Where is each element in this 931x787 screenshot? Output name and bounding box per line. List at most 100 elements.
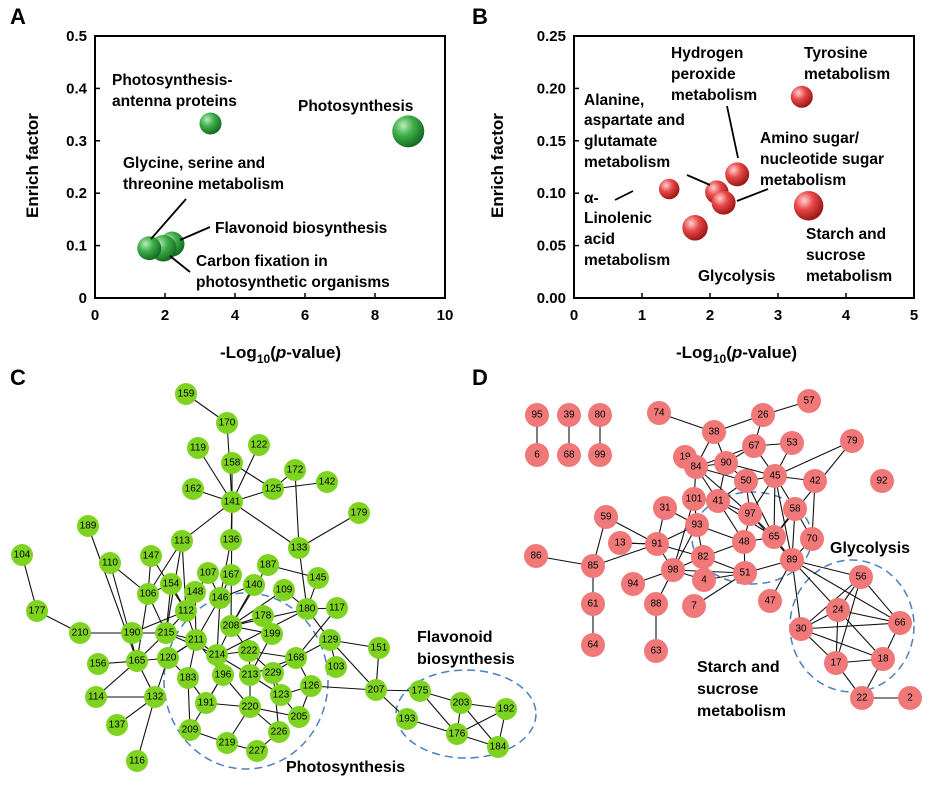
- network-c-node-label: 170: [219, 418, 236, 429]
- network-d-node-label: 98: [667, 565, 679, 576]
- network-c-node-label: 114: [88, 692, 104, 703]
- network-d-node-label: 68: [563, 450, 575, 461]
- network-d-node: [898, 686, 922, 710]
- network-c-node: [319, 629, 341, 651]
- network-d-node: [803, 469, 827, 493]
- network-c-node-label: 214: [209, 650, 226, 661]
- network-d-node-label: 90: [720, 458, 732, 469]
- network-d-node-label: 93: [691, 520, 703, 531]
- network-c-node-label: 116: [129, 756, 145, 767]
- network-d-node-label: 50: [740, 476, 752, 487]
- network-d-node-label: 57: [803, 396, 815, 407]
- network-c-node: [155, 622, 177, 644]
- network-d-node-label: 2: [907, 693, 913, 704]
- network-c-node-label: 199: [264, 629, 281, 640]
- network-c-node-label: 117: [329, 603, 345, 614]
- network-c-node: [288, 537, 310, 559]
- network-c-node: [248, 434, 270, 456]
- chart-b-label-amino-2: nucleotide sugar: [760, 151, 884, 168]
- network-d-node: [682, 594, 706, 618]
- network-c-node: [262, 662, 284, 684]
- network-c-node: [252, 605, 274, 627]
- network-c-node-label: 207: [368, 685, 385, 696]
- network-c-node-label: 177: [29, 606, 46, 617]
- chart-a-xtick-label: 4: [231, 307, 240, 324]
- chart-b-label-alanine-2: aspartate and: [584, 112, 685, 129]
- network-d-node: [684, 455, 708, 479]
- network-d-node-label: 86: [530, 551, 542, 562]
- network-c-node-label: 215: [158, 628, 175, 639]
- chart-a-ytick-label: 0.5: [66, 28, 87, 45]
- chart-a-point: [199, 112, 222, 135]
- network-d-node: [594, 505, 618, 529]
- network-c-node-label: 123: [273, 690, 290, 701]
- network-c-node: [144, 686, 166, 708]
- chart-b-label-alanine-3: glutamate: [584, 133, 658, 150]
- chart-b-plot-frame: [573, 35, 915, 299]
- network-c-node: [126, 650, 148, 672]
- chart-b-label-starch-2: sucrose: [806, 247, 866, 264]
- network-d-node-label: 19: [679, 452, 691, 463]
- chart-a-label-flavonoid: Flavonoid biosynthesis: [215, 220, 387, 237]
- network-d-node: [691, 545, 715, 569]
- network-d-node: [826, 598, 850, 622]
- network-c-label-photosynthesis: Photosynthesis: [286, 759, 405, 776]
- network-c-node-label: 172: [287, 465, 304, 476]
- network-c-node-label: 193: [399, 714, 416, 725]
- network-c-node: [195, 692, 217, 714]
- network-c-node: [179, 719, 201, 741]
- network-c-node-label: 213: [242, 670, 259, 681]
- network-c-node: [409, 680, 431, 702]
- network-d-node-label: 58: [789, 504, 801, 515]
- network-d-node-label: 7: [691, 601, 697, 612]
- network-c-node-label: 125: [265, 484, 282, 495]
- network-d-node: [871, 647, 895, 671]
- network-d-node: [714, 451, 738, 475]
- network-c-node: [11, 544, 33, 566]
- network-d-node-label: 59: [600, 512, 612, 523]
- chart-a-leader-glycine: [150, 198, 187, 240]
- network-d-node: [621, 572, 645, 596]
- network-c-node: [243, 574, 265, 596]
- network-d-node: [581, 633, 605, 657]
- network-d-node: [524, 544, 548, 568]
- network-c-node-label: 210: [72, 628, 89, 639]
- network-d-node: [888, 611, 912, 635]
- chart-b-label-tyrosine-1: Tyrosine: [804, 45, 868, 62]
- network-c-label-flavonoid-1: Flavonoid: [417, 629, 493, 646]
- chart-b-ylabel: Enrich factor: [488, 113, 507, 218]
- network-c-node-label: 156: [90, 659, 107, 670]
- network-c-node-label: 222: [241, 646, 258, 657]
- network-d-node-label: 26: [757, 410, 769, 421]
- network-d-node: [661, 558, 685, 582]
- network-c-edge: [329, 639, 377, 691]
- network-c-node-label: 162: [185, 484, 202, 495]
- network-d-node-label: 41: [712, 496, 724, 507]
- network-d-edge: [835, 576, 862, 664]
- network-c-node-label: 119: [190, 443, 206, 454]
- network-d-node-label: 67: [748, 441, 760, 452]
- network-c-node: [182, 478, 204, 500]
- network-d-node: [647, 401, 671, 425]
- network-c-node: [365, 679, 387, 701]
- network-c-node-label: 220: [242, 702, 259, 713]
- network-d-node: [789, 617, 813, 641]
- network-c-node: [368, 637, 390, 659]
- chart-b-ytick-label: 0.10: [537, 185, 566, 202]
- network-d-node-label: 64: [587, 640, 599, 651]
- network-c-node-label: 148: [187, 587, 204, 598]
- network-c-node-label: 126: [303, 681, 320, 692]
- network-c-edge: [298, 512, 360, 549]
- network-c-node-label: 140: [246, 580, 263, 591]
- network-c-node: [296, 598, 318, 620]
- chart-b-label-tyrosine-2: metabolism: [804, 66, 890, 83]
- network-c-node: [220, 615, 242, 637]
- network-d-node-label: 97: [744, 509, 756, 520]
- network-c-photosynthesis-group: [163, 592, 329, 770]
- network-c-node: [140, 545, 162, 567]
- network-d-node: [734, 469, 758, 493]
- network-c-node-label: 103: [328, 662, 345, 673]
- network-c-node: [171, 530, 193, 552]
- network-c-node-label: 179: [351, 508, 368, 519]
